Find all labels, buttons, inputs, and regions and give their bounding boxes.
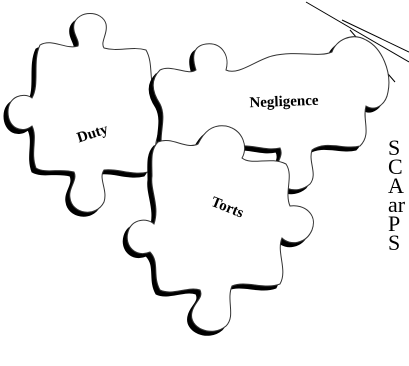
- cropped-side-text: S C A ar P S: [388, 135, 406, 255]
- side-text-line: C: [388, 154, 403, 179]
- puzzle-piece-duty: Duty: [7, 13, 187, 213]
- piece-label-negligence: Negligence: [249, 93, 319, 111]
- side-text-line: S: [388, 135, 401, 160]
- side-text-line: A: [388, 173, 404, 198]
- side-text-line: P: [388, 211, 401, 236]
- side-text-line: ar: [388, 192, 406, 217]
- puzzle-piece-torts: Torts: [126, 125, 314, 332]
- side-text-line: S: [388, 230, 401, 255]
